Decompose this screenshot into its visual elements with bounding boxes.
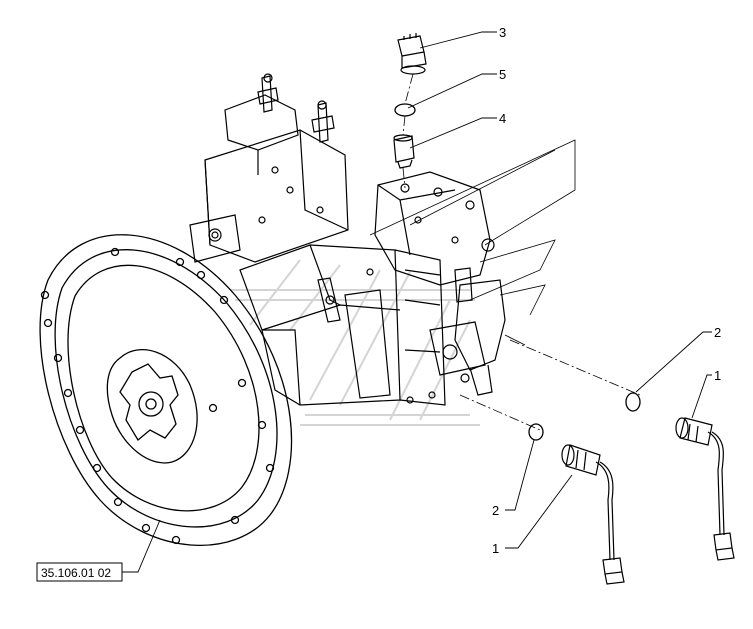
pump-housing bbox=[239, 244, 446, 406]
callout-4: 4 bbox=[499, 111, 506, 126]
upper-valve-block bbox=[189, 73, 349, 263]
o-ring-part-2-left bbox=[528, 423, 544, 441]
callout-1-left: 1 bbox=[492, 541, 499, 556]
callout-2-left: 2 bbox=[492, 503, 499, 518]
callout-leaders bbox=[122, 31, 712, 573]
assembly-guide-lines bbox=[402, 73, 641, 431]
reference-leader-lines bbox=[369, 139, 576, 346]
reference-label: 35.106.01 02 bbox=[41, 566, 111, 580]
callout-5: 5 bbox=[499, 67, 506, 82]
speed-sensor-part-1-left bbox=[561, 444, 625, 585]
pressure-sensor-part-3 bbox=[397, 33, 427, 75]
adapter-fitting-part-4 bbox=[393, 134, 415, 169]
control-valve-block bbox=[374, 171, 506, 396]
callout-2-right: 2 bbox=[714, 325, 721, 340]
callout-1-right: 1 bbox=[714, 368, 721, 383]
reference-box[interactable]: 35.106.01 02 bbox=[36, 562, 123, 582]
watermark-logo bbox=[230, 259, 480, 426]
callout-3: 3 bbox=[499, 25, 506, 40]
flywheel-flange bbox=[39, 234, 293, 546]
o-ring-part-2-right bbox=[625, 392, 641, 412]
speed-sensor-part-1-right bbox=[675, 417, 735, 561]
